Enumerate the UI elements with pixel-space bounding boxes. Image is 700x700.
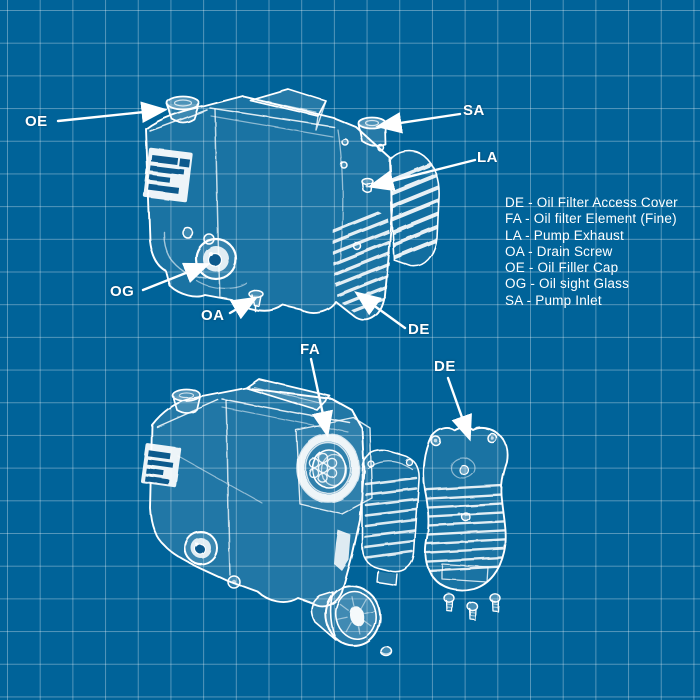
legend-item: DE - Oil Filter Access Cover [505,195,678,210]
legend-item: FA - Oil filter Element (Fine) [505,211,677,227]
la-arrow [367,158,477,192]
parts-legend: DE - Oil Filter Access Cover FA - Oil fi… [505,195,678,309]
de-top-callout-label: DE [408,321,430,338]
legend-item: OG - Oil sight Glass [505,276,630,292]
fa-callout-label: FA [300,341,321,358]
oa-callout-label: OA [201,307,225,324]
legend-item: OA - Drain Screw [505,243,613,259]
og-callout-label: OG [110,283,135,300]
legend-item: SA - Pump Inlet [505,292,602,308]
cover-screws [443,593,501,621]
oe-callout-label: OE [25,113,48,130]
exploded-pump [140,378,509,657]
de-top-arrow [354,291,407,330]
de-bottom-arrow [446,376,472,442]
sa-callout-label: SA [463,102,485,119]
og-arrow [141,262,211,292]
oa-arrow [228,296,259,320]
fa-arrow [309,357,333,438]
oe-arrow [56,101,168,123]
la-callout-label: LA [477,149,498,166]
sa-arrow [375,112,462,134]
legend-item: OE - Oil Filler Cap [505,260,619,276]
legend-item: LA - Pump Exhaust [505,227,624,243]
de-bottom-callout-label: DE [434,358,456,375]
callout-arrows [56,101,477,442]
